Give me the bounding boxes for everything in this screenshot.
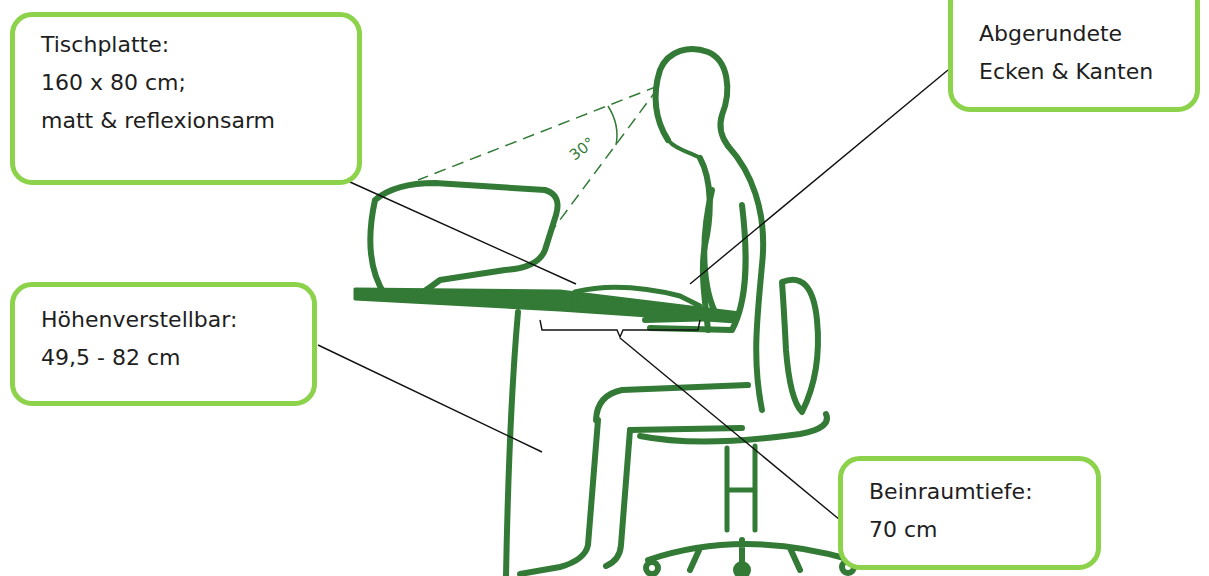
keyboard: [575, 287, 700, 314]
chair-column: [727, 446, 755, 530]
callout-box: Tischplatte:160 x 80 cm;matt & reflexion…: [10, 12, 362, 185]
callout-text: 160 x 80 cm;: [41, 64, 347, 102]
chair-wheel: [646, 562, 658, 574]
monitor: [370, 183, 557, 300]
arm: [645, 190, 718, 320]
sight-line: [545, 88, 658, 240]
leader-line: [690, 70, 948, 284]
face: [668, 140, 700, 158]
dimension-bracket: [540, 320, 700, 337]
callout-text: Höhenverstellbar:: [41, 301, 302, 339]
shin: [606, 430, 630, 566]
callout-box: Abgerundete Ecken & Kanten: [948, 0, 1200, 112]
callout-text: 49,5 - 82 cm: [41, 339, 302, 377]
leader-line: [318, 345, 542, 452]
chair-seat: [640, 414, 827, 442]
callout-box: Beinraumtiefe:70 cm: [838, 456, 1101, 570]
callout-box: Höhenverstellbar:49,5 - 82 cm: [10, 282, 317, 406]
callout-text: matt & reflexionsarm: [41, 102, 347, 140]
callout-text: Tischplatte:: [41, 26, 347, 64]
arm: [650, 205, 746, 330]
head: [656, 49, 728, 146]
sight-line: [418, 86, 658, 180]
chair-back: [782, 280, 818, 412]
shin: [520, 420, 598, 574]
leader-line: [620, 338, 840, 520]
thigh: [596, 385, 748, 420]
angle-label: 30°: [566, 134, 598, 165]
callout-text: Beinraumtiefe:: [869, 473, 1086, 511]
callout-text: 70 cm: [869, 511, 1086, 549]
angle-arc: [608, 106, 617, 145]
callout-text: Abgerundete Ecken & Kanten: [979, 15, 1174, 91]
thigh: [630, 428, 742, 430]
desk-leg: [506, 312, 518, 576]
leader-line: [350, 182, 576, 284]
chair-wheel: [736, 564, 748, 576]
